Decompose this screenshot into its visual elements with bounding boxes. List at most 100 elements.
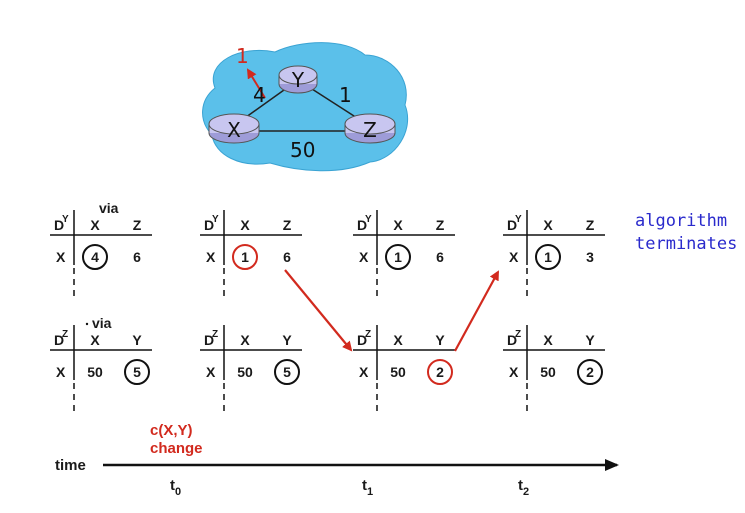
distance-table: DZ X Y X 50 2 — [353, 325, 455, 415]
distance-table: DZ X Y X 50 2 — [503, 325, 605, 415]
table-node-superscript: Y — [365, 214, 372, 225]
table-col-header: X — [543, 332, 553, 348]
distance-value: 50 — [87, 364, 103, 380]
table-row-label: X — [509, 364, 519, 380]
via-dot — [85, 322, 89, 326]
table-node-superscript: Y — [62, 214, 69, 225]
table-d-label: D — [357, 332, 367, 348]
router-y: Y — [278, 65, 318, 94]
node-y-label: Y — [291, 68, 305, 92]
via-label: via — [99, 200, 119, 216]
distance-value: 50 — [540, 364, 556, 380]
table-node-superscript: Z — [365, 329, 371, 340]
update-arrow-y-to-z — [284, 269, 353, 352]
table-d-label: D — [507, 332, 517, 348]
table-col-header: Y — [282, 332, 292, 348]
distance-value: 3 — [586, 249, 594, 265]
table-col-header: X — [543, 217, 553, 233]
table-col-header: Z — [283, 217, 292, 233]
table-col-header: X — [240, 217, 250, 233]
distance-value: 1 — [544, 249, 552, 265]
router-x: X — [208, 113, 260, 144]
table-col-header: Z — [133, 217, 142, 233]
table-d-label: D — [204, 217, 214, 233]
time-tick-subscript: 1 — [367, 486, 373, 498]
time-label: time — [55, 457, 86, 474]
table-d-label: D — [54, 332, 64, 348]
cost-change-arrow — [246, 68, 266, 99]
terminates-note-line1: algorithm — [635, 211, 727, 231]
link-cost-yz: 1 — [339, 83, 352, 107]
table-col-header: X — [240, 332, 250, 348]
time-tick-base: t — [362, 477, 367, 494]
table-row-label: X — [359, 249, 369, 265]
distance-table: DY X Z X 1 3 — [503, 210, 605, 300]
distance-value: 5 — [133, 364, 141, 380]
table-node-superscript: Z — [515, 329, 521, 340]
table-d-label: D — [507, 217, 517, 233]
time-tick-base: t — [518, 477, 523, 494]
distance-value: 6 — [283, 249, 291, 265]
time-tick-subscript: 2 — [523, 486, 529, 498]
min-cost-circle — [82, 244, 108, 270]
time-tick-subscript: 0 — [175, 486, 181, 498]
distance-value: 50 — [237, 364, 253, 380]
table-col-header: Y — [435, 332, 445, 348]
table-node-superscript: Z — [62, 329, 68, 340]
min-cost-circle — [577, 359, 603, 385]
table-d-label: D — [204, 332, 214, 348]
time-tick-base: t — [170, 477, 175, 494]
router-z: Z — [344, 113, 396, 144]
distance-value: 5 — [283, 364, 291, 380]
distance-value: 2 — [586, 364, 594, 380]
min-cost-circle — [535, 244, 561, 270]
network-diagram: 1 Y X Z 4 1 50 — [202, 42, 409, 172]
min-cost-circle — [427, 359, 453, 385]
table-d-label: D — [357, 217, 367, 233]
table-row-label: X — [359, 364, 369, 380]
table-col-header: Z — [586, 217, 595, 233]
via-label: via — [92, 315, 112, 331]
link-cost-xy: 4 — [253, 83, 266, 107]
min-cost-circle — [232, 244, 258, 270]
table-col-header: X — [393, 217, 403, 233]
distance-value: 6 — [133, 249, 141, 265]
time-tick: t0 — [170, 477, 181, 498]
distance-value: 50 — [390, 364, 406, 380]
min-cost-circle — [124, 359, 150, 385]
table-row-label: X — [56, 249, 66, 265]
table-col-header: Y — [585, 332, 595, 348]
table-row-label: X — [56, 364, 66, 380]
table-node-superscript: Y — [212, 214, 219, 225]
node-x-label: X — [227, 118, 241, 142]
table-d-label: D — [54, 217, 64, 233]
distance-value: 2 — [436, 364, 444, 380]
table-row-label: X — [206, 249, 216, 265]
update-arrow-z-to-y — [454, 270, 499, 352]
table-node-superscript: Z — [212, 329, 218, 340]
distance-value: 6 — [436, 249, 444, 265]
distance-value: 1 — [241, 249, 249, 265]
table-col-header: Z — [436, 217, 445, 233]
table-col-header: X — [90, 332, 100, 348]
min-cost-circle — [274, 359, 300, 385]
table-row-label: X — [206, 364, 216, 380]
min-cost-circle — [385, 244, 411, 270]
distance-value: 4 — [91, 249, 99, 265]
time-tick: t1 — [362, 477, 373, 498]
link-cost-xz: 50 — [290, 138, 315, 162]
table-row-label: X — [509, 249, 519, 265]
change-note-line2: change — [150, 440, 203, 457]
terminates-note-line2: terminates — [635, 234, 737, 254]
distance-table: DY X Z X 1 6 — [200, 210, 302, 300]
distance-table: DZ X Y X 50 5 — [200, 325, 302, 415]
table-col-header: X — [393, 332, 403, 348]
table-node-superscript: Y — [515, 214, 522, 225]
node-z-label: Z — [363, 118, 377, 142]
